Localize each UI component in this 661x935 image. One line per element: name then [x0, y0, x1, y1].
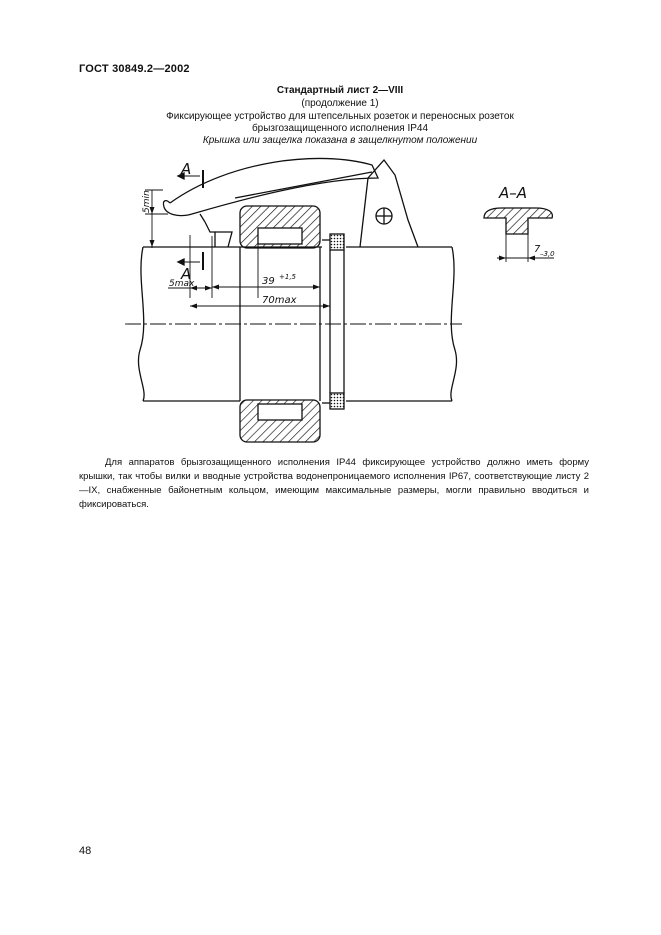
caption-line-3: Крышка или защелка показана в защелкнуто… [202, 135, 478, 146]
dim-7-tolerance: –3,0 [540, 250, 555, 258]
dim-70max: 70max [262, 295, 297, 306]
page-number: 48 [79, 845, 92, 857]
sheet-continuation: (продолжение 1) [301, 98, 379, 109]
section-label-bottom: A [180, 265, 191, 283]
body-paragraph: Для аппаратов брызгозащищенного исполнен… [79, 456, 589, 512]
dim-7: 7 [534, 244, 541, 255]
document-code: ГОСТ 30849.2—2002 [79, 63, 190, 75]
section-label-top: A [180, 160, 191, 178]
main-view [125, 157, 554, 443]
body-paragraph-text: Для аппаратов брызгозащищенного исполнен… [79, 457, 589, 510]
caption-line-2: брызгозащищенного исполнения IP44 [251, 123, 429, 134]
sheet-title: Стандартный лист 2—VIII [276, 85, 404, 96]
dim-5max: 5max [169, 279, 195, 289]
dim-39-tolerance: +1,5 [279, 273, 297, 281]
caption-line-1: Фиксирующее устройство для штепсельных р… [166, 111, 514, 122]
section-view-label: A–A [498, 184, 527, 202]
dim-39: 39 [262, 276, 275, 287]
dim-5min: 5min [142, 190, 152, 213]
